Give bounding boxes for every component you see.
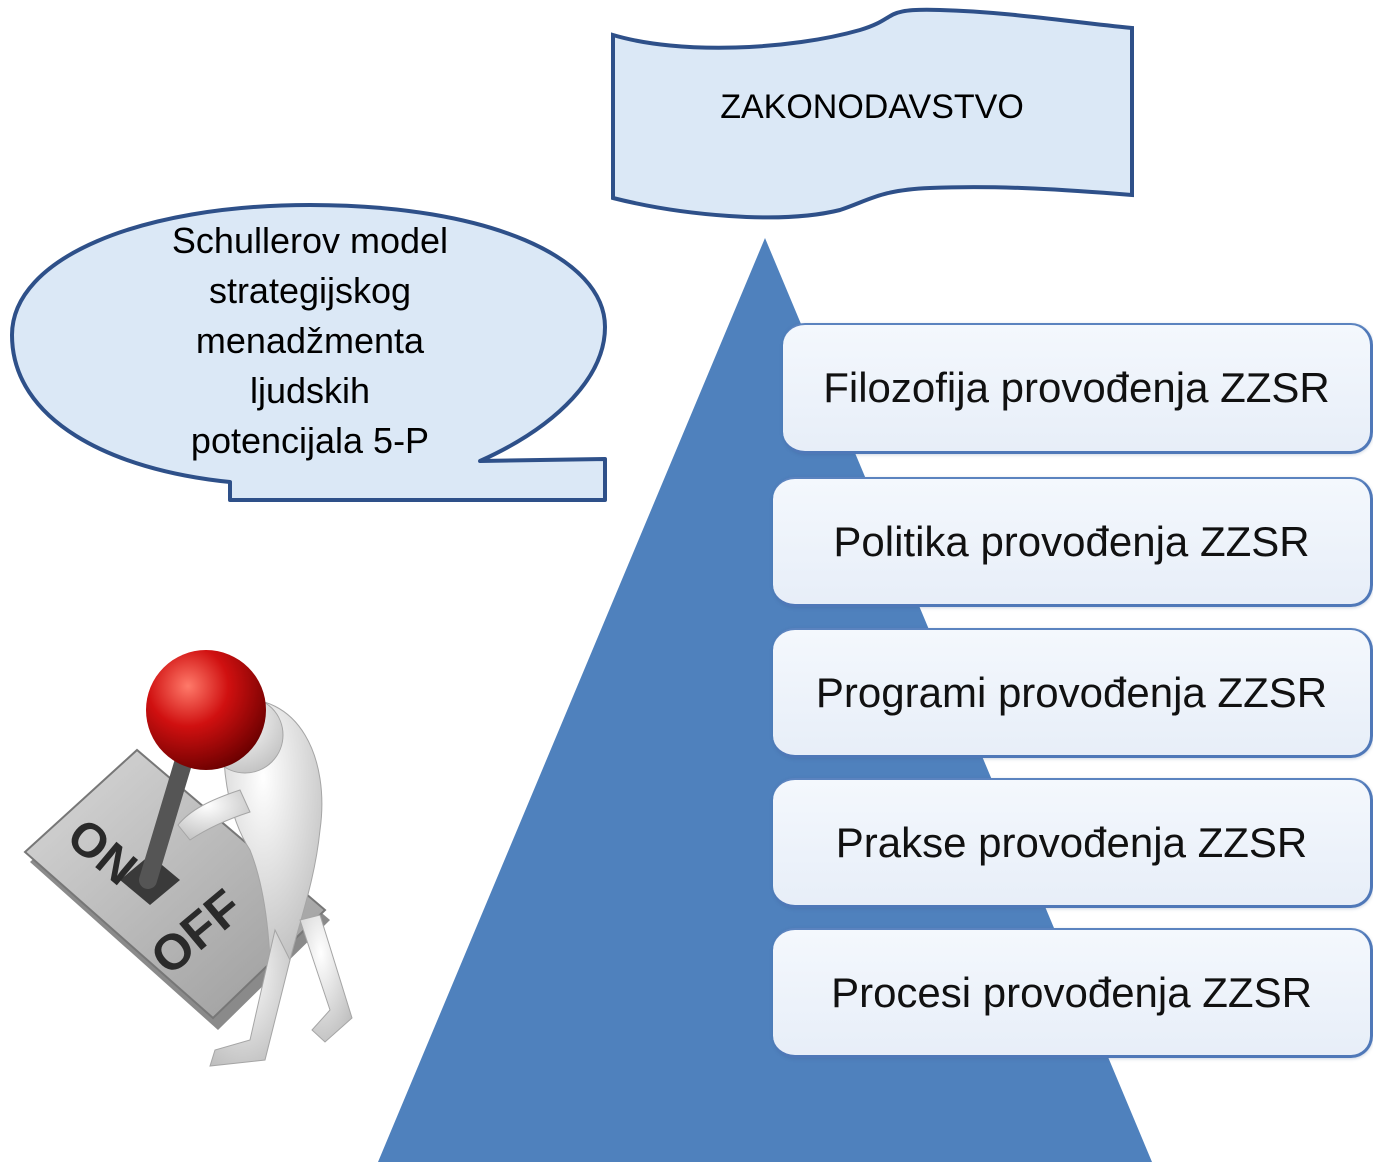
bubble-line: strategijskog (208, 270, 412, 311)
bubble-line: menadžmenta (195, 320, 425, 361)
switch-plate: ON OFF (23, 748, 330, 1030)
level-label: Prakse provođenja ZZSR (835, 818, 1308, 866)
lever-knob (146, 650, 266, 770)
level-box-procesi: Procesi provođenja ZZSR (773, 928, 1373, 1058)
level-label: Filozofija provođenja ZZSR (823, 364, 1330, 411)
level-box-prakse: Prakse provođenja ZZSR (773, 778, 1373, 908)
speech-bubble-outline (10, 203, 607, 502)
bubble-line: potencijala 5-P (190, 420, 430, 461)
level-box-politika: Politika provođenja ZZSR (773, 477, 1373, 607)
level-label: Procesi provođenja ZZSR (831, 968, 1312, 1016)
speech-bubble-text: Schullerov model strategijskog menadžmen… (120, 216, 500, 466)
banner-label: ZAKONODAVSTVO (720, 88, 1024, 126)
banner-outline (611, 7, 1134, 220)
level-box-programi: Programi provođenja ZZSR (773, 628, 1373, 758)
level-box-filozofija: Filozofija provođenja ZZSR (783, 323, 1373, 454)
level-label: Politika provođenja ZZSR (833, 517, 1310, 565)
level-label: Programi provođenja ZZSR (815, 668, 1328, 716)
bubble-line: Schullerov model (171, 220, 449, 261)
bubble-line: ljudskih (249, 370, 371, 411)
